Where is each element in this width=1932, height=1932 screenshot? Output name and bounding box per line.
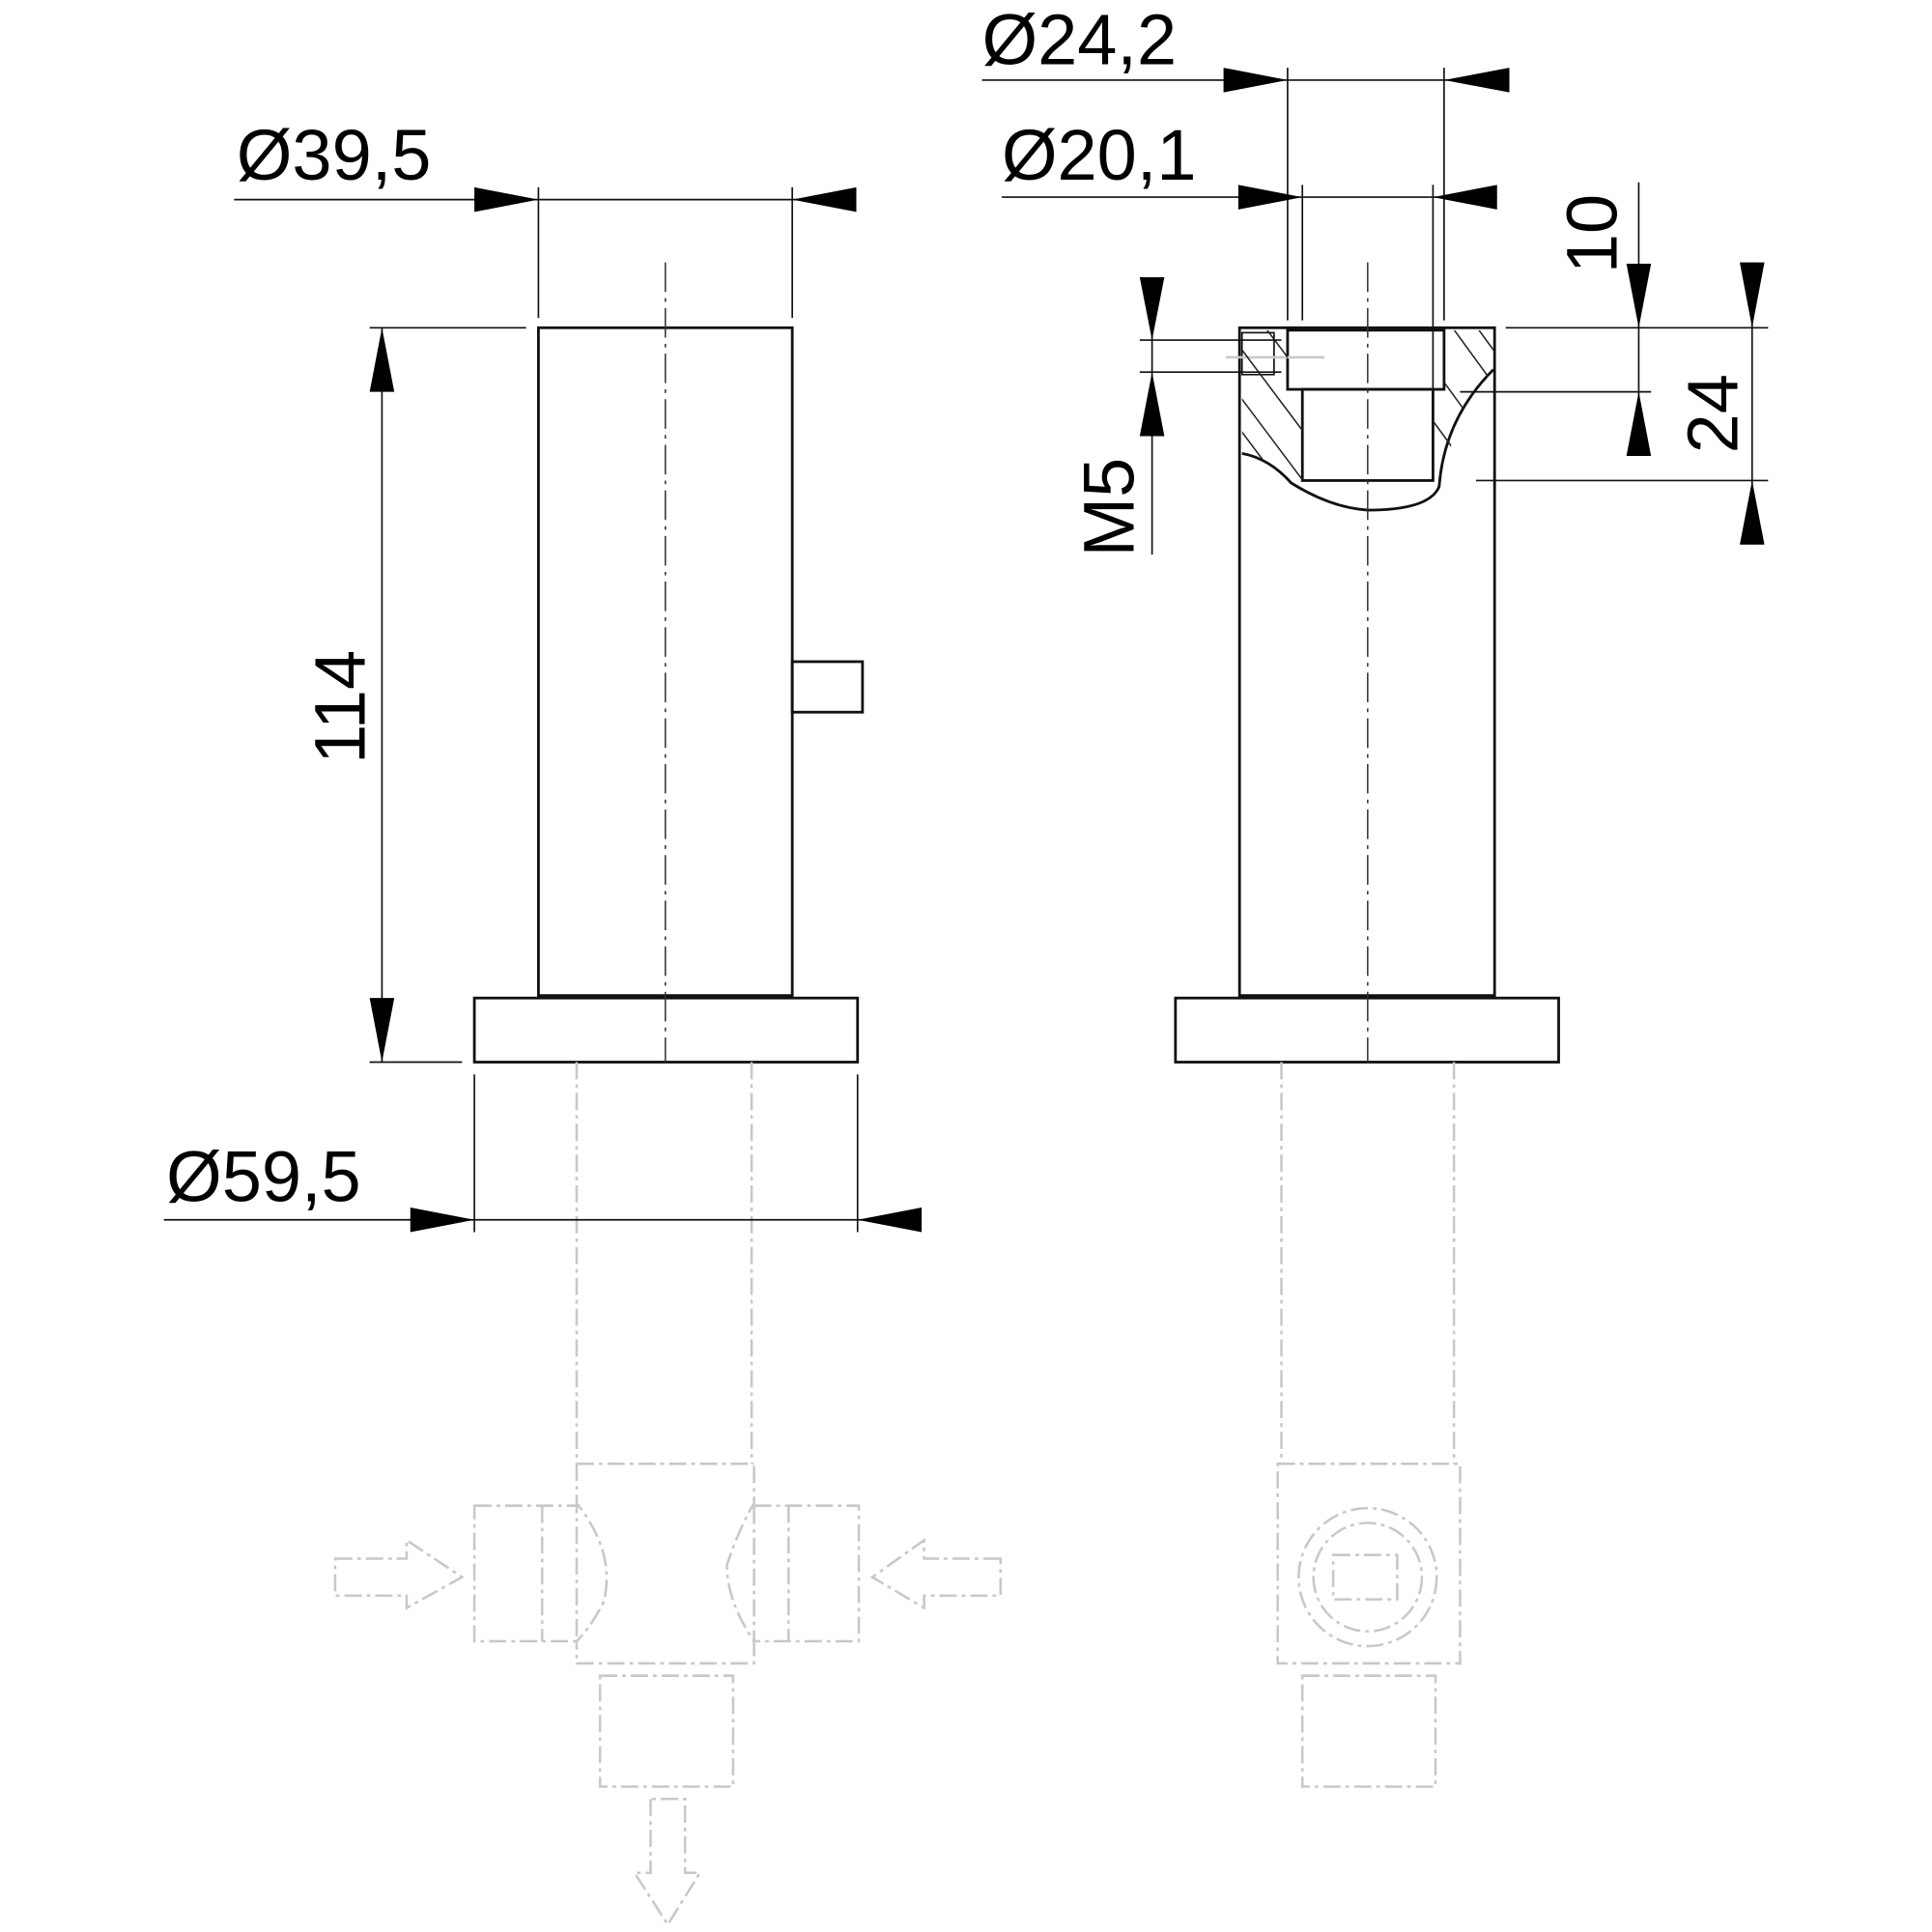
dimension-label: Ø39,5 [237, 115, 432, 195]
dimension-body-diameter: Ø39,5 [234, 115, 857, 319]
dimension-label: Ø59,5 [166, 1137, 361, 1217]
dimension-thread: M5 [1068, 276, 1282, 557]
flow-arrow-down-icon [632, 1797, 702, 1927]
dimension-bore-depth: 24 [1476, 262, 1769, 545]
section-cutaway [1226, 328, 1494, 512]
dimension-outer-bore-diameter: Ø24,2 [982, 0, 1510, 321]
dimension-label: 10 [1551, 194, 1632, 273]
flow-arrow-right-icon [869, 1537, 1002, 1610]
dimension-label: 114 [300, 650, 381, 764]
dimension-inner-bore-diameter: Ø20,1 [1002, 115, 1497, 390]
ghost-valve-fitting [333, 1062, 1002, 1927]
dimension-label: M5 [1068, 458, 1149, 557]
dimension-base-diameter: Ø59,5 [163, 1074, 923, 1233]
dimension-label: Ø20,1 [1002, 115, 1197, 195]
flow-arrow-left-icon [333, 1538, 465, 1610]
side-pin [790, 660, 865, 714]
left-view: Ø39,5 114 Ø59,5 [163, 115, 1002, 1927]
ghost-valve-fitting [1276, 1062, 1462, 1788]
dimension-height: 114 [300, 327, 526, 1064]
dimension-label: Ø24,2 [982, 0, 1178, 79]
dimension-label: 24 [1672, 374, 1752, 453]
right-view: Ø24,2 Ø20,1 M5 10 24 [982, 0, 1769, 1788]
dimension-counterbore-depth: 10 [1460, 182, 1769, 456]
